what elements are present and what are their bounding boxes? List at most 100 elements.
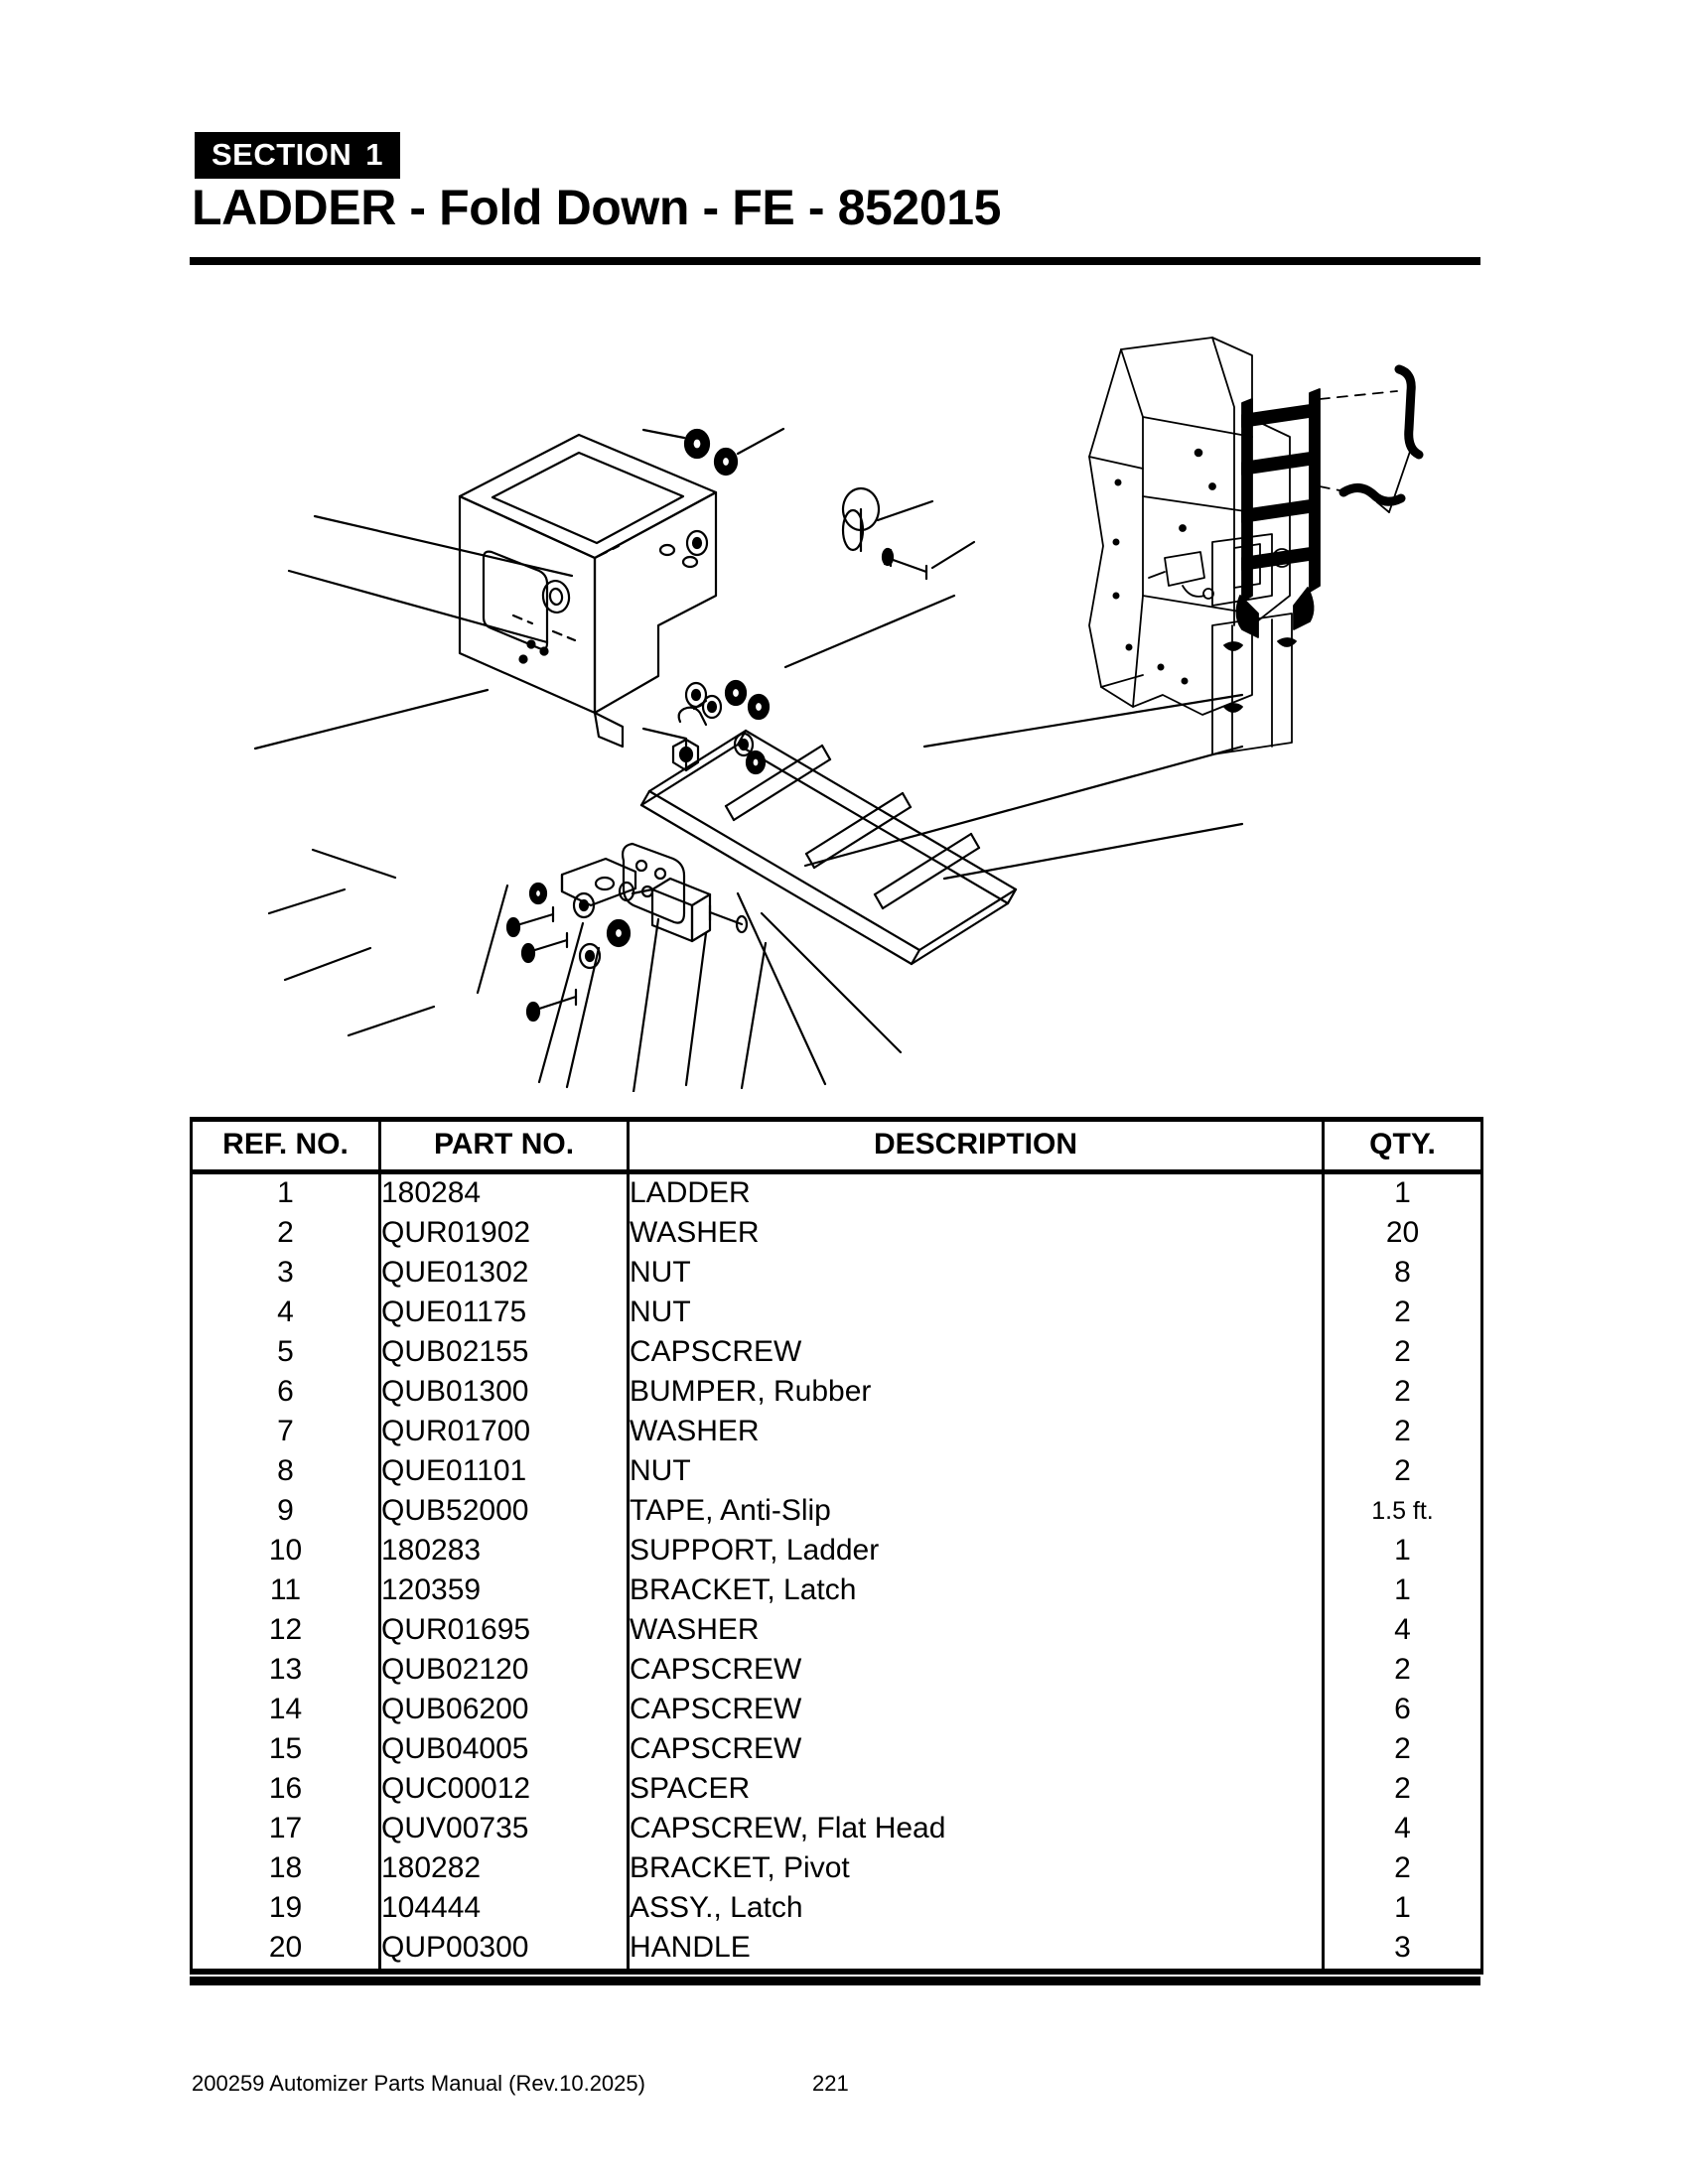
table-row: 7 QUR01700 WASHER 2: [190, 1413, 1483, 1452]
table-row: 14 QUB06200 CAPSCREW 6: [190, 1691, 1483, 1730]
cell-part-no: QUE01175: [378, 1294, 630, 1333]
cell-description: TAPE, Anti-Slip: [627, 1492, 1325, 1532]
cell-description: ASSY., Latch: [627, 1889, 1325, 1929]
cell-ref-no: 16: [190, 1770, 381, 1810]
cell-ref-no: 8: [190, 1452, 381, 1492]
cell-qty: 4: [1322, 1611, 1483, 1651]
column-header-part-no: PART NO.: [378, 1117, 630, 1174]
table-row: 18 180282 BRACKET, Pivot 2: [190, 1849, 1483, 1889]
cell-part-no: QUP00300: [378, 1929, 630, 1975]
table-row: 9 QUB52000 TAPE, Anti-Slip 1.5 ft.: [190, 1492, 1483, 1532]
cell-qty: 2: [1322, 1413, 1483, 1452]
cell-ref-no: 2: [190, 1214, 381, 1254]
cell-description: BUMPER, Rubber: [627, 1373, 1325, 1413]
header-rule: [190, 257, 1480, 265]
table-row: 12 QUR01695 WASHER 4: [190, 1611, 1483, 1651]
cell-part-no: QUB52000: [378, 1492, 630, 1532]
cell-qty: 1: [1322, 1889, 1483, 1929]
cell-part-no: QUR01700: [378, 1413, 630, 1452]
cell-ref-no: 18: [190, 1849, 381, 1889]
page-title: LADDER - Fold Down - FE - 852015: [192, 180, 1002, 235]
cell-qty: 6: [1322, 1691, 1483, 1730]
cell-ref-no: 4: [190, 1294, 381, 1333]
cell-ref-no: 11: [190, 1571, 381, 1611]
cell-ref-no: 19: [190, 1889, 381, 1929]
column-header-ref-no: REF. NO.: [190, 1117, 381, 1174]
section-badge: SECTION 1: [195, 132, 401, 179]
cell-part-no: QUB02120: [378, 1651, 630, 1691]
cell-ref-no: 14: [190, 1691, 381, 1730]
cell-qty: 20: [1322, 1214, 1483, 1254]
column-header-qty: QTY.: [1322, 1117, 1483, 1174]
cell-qty: 2: [1322, 1849, 1483, 1889]
table-row: 4 QUE01175 NUT 2: [190, 1294, 1483, 1333]
cell-qty: 2: [1322, 1373, 1483, 1413]
table-row: 10 180283 SUPPORT, Ladder 1: [190, 1532, 1483, 1571]
cell-qty: 1: [1322, 1171, 1483, 1214]
cell-description: SUPPORT, Ladder: [627, 1532, 1325, 1571]
cell-description: BRACKET, Pivot: [627, 1849, 1325, 1889]
footer-document-title: 200259 Automizer Parts Manual (Rev.10.20…: [192, 2071, 645, 2096]
cell-part-no: QUB06200: [378, 1691, 630, 1730]
cell-description: CAPSCREW: [627, 1651, 1325, 1691]
cell-ref-no: 3: [190, 1254, 381, 1294]
parts-table: REF. NO. PART NO. DESCRIPTION QTY. 1 180…: [190, 1117, 1483, 1975]
column-header-description: DESCRIPTION: [627, 1117, 1325, 1174]
diagram-area: [190, 298, 1480, 1092]
cell-ref-no: 1: [190, 1171, 381, 1214]
cell-part-no: QUC00012: [378, 1770, 630, 1810]
table-header-row: REF. NO. PART NO. DESCRIPTION QTY.: [190, 1117, 1483, 1174]
section-number: 1: [365, 137, 384, 172]
cell-part-no: 180283: [378, 1532, 630, 1571]
section-label: SECTION: [211, 137, 352, 172]
cell-part-no: QUE01101: [378, 1452, 630, 1492]
table-row: 15 QUB04005 CAPSCREW 2: [190, 1730, 1483, 1770]
cell-ref-no: 7: [190, 1413, 381, 1452]
cell-description: SPACER: [627, 1770, 1325, 1810]
table-row: 17 QUV00735 CAPSCREW, Flat Head 4: [190, 1810, 1483, 1849]
cell-description: CAPSCREW: [627, 1333, 1325, 1373]
cell-ref-no: 15: [190, 1730, 381, 1770]
table-row: 1 180284 LADDER 1: [190, 1171, 1483, 1214]
cell-ref-no: 20: [190, 1929, 381, 1975]
cell-part-no: QUE01302: [378, 1254, 630, 1294]
cell-part-no: QUV00735: [378, 1810, 630, 1849]
footer-rule: [190, 1977, 1480, 1985]
cell-description: BRACKET, Latch: [627, 1571, 1325, 1611]
cell-description: HANDLE: [627, 1929, 1325, 1975]
cell-ref-no: 10: [190, 1532, 381, 1571]
cell-part-no: 120359: [378, 1571, 630, 1611]
cell-qty: 1: [1322, 1532, 1483, 1571]
cell-description: CAPSCREW: [627, 1691, 1325, 1730]
cell-part-no: QUR01695: [378, 1611, 630, 1651]
table-row: 19 104444 ASSY., Latch 1: [190, 1889, 1483, 1929]
cell-qty: 2: [1322, 1333, 1483, 1373]
cell-description: WASHER: [627, 1611, 1325, 1651]
table-row: 8 QUE01101 NUT 2: [190, 1452, 1483, 1492]
table-row: 11 120359 BRACKET, Latch 1: [190, 1571, 1483, 1611]
cell-ref-no: 9: [190, 1492, 381, 1532]
cell-qty: 2: [1322, 1294, 1483, 1333]
cell-part-no: QUB01300: [378, 1373, 630, 1413]
cell-part-no: QUB04005: [378, 1730, 630, 1770]
cell-ref-no: 12: [190, 1611, 381, 1651]
table-row: 6 QUB01300 BUMPER, Rubber 2: [190, 1373, 1483, 1413]
cell-qty: 3: [1322, 1929, 1483, 1975]
cell-qty: 4: [1322, 1810, 1483, 1849]
cell-qty: 8: [1322, 1254, 1483, 1294]
parts-table-container: REF. NO. PART NO. DESCRIPTION QTY. 1 180…: [190, 1117, 1483, 1975]
cell-part-no: 180284: [378, 1171, 630, 1214]
cell-part-no: QUR01902: [378, 1214, 630, 1254]
table-row: 16 QUC00012 SPACER 2: [190, 1770, 1483, 1810]
cell-description: CAPSCREW, Flat Head: [627, 1810, 1325, 1849]
cell-ref-no: 13: [190, 1651, 381, 1691]
table-row: 13 QUB02120 CAPSCREW 2: [190, 1651, 1483, 1691]
cell-qty: 1: [1322, 1571, 1483, 1611]
table-row: 20 QUP00300 HANDLE 3: [190, 1929, 1483, 1975]
cell-ref-no: 17: [190, 1810, 381, 1849]
cell-description: CAPSCREW: [627, 1730, 1325, 1770]
cell-description: NUT: [627, 1294, 1325, 1333]
cell-qty: 1.5 ft.: [1322, 1492, 1483, 1532]
table-row: 5 QUB02155 CAPSCREW 2: [190, 1333, 1483, 1373]
